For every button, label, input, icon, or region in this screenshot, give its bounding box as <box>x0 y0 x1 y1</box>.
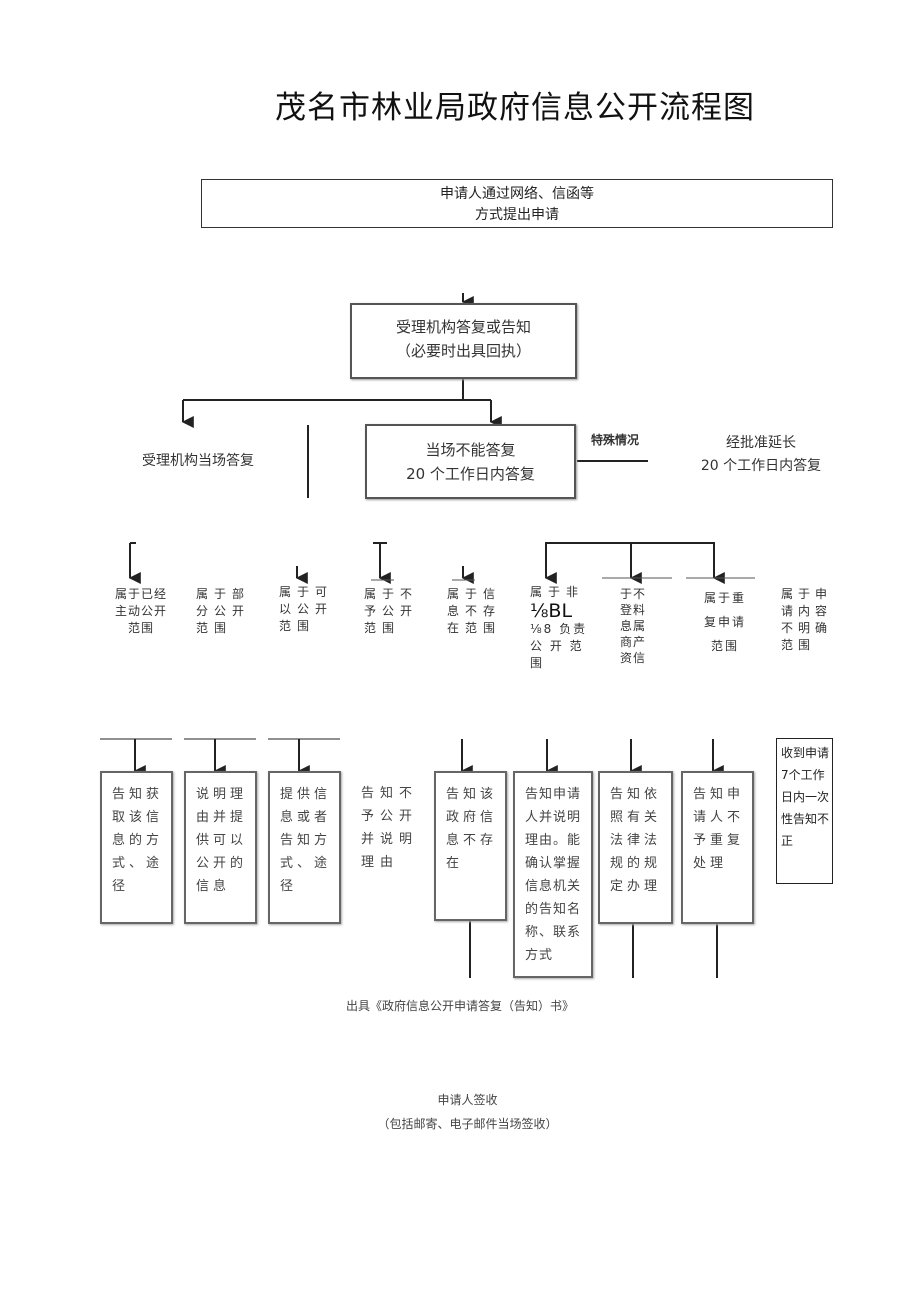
result-box-9: 收到申请7个工作日内一次性告知不正 <box>776 738 833 884</box>
sign-line-1: 申请人签收 <box>437 1093 498 1107</box>
category-6-frag-b: 8 负责 <box>543 622 588 636</box>
result-box-8: 告知申请人不予重复处理 <box>681 771 754 924</box>
cannot-answer-box: 当场不能答复 20 个工作日内答复 <box>365 424 576 499</box>
left-branch-label: 受理机构当场答复 <box>142 453 254 469</box>
result-box-1: 告知获取该信息的方式、途径 <box>100 771 173 924</box>
result-text-4: 告知不予公开并说明理由 <box>361 786 419 870</box>
accept-box: 受理机构答复或告知 （必要时出具回执） <box>350 303 577 379</box>
extension-box: 经批准延长 20 个工作日内答复 <box>686 432 836 478</box>
category-5: 属于信息不存在范围 <box>447 587 502 635</box>
result-box-3: 提供信息或者告知方式、途径 <box>268 771 341 924</box>
apply-line-1: 申请人通过网络、信函等 <box>440 186 594 202</box>
category-7: 于不登料息属商产资信 <box>619 587 646 665</box>
category-6: 属于非 ⅛BL ⅛8 负责 公 开 范 围 <box>530 584 600 672</box>
category-4: 属于不予公开范围 <box>364 587 419 635</box>
category-2: 属于部分公开范围 <box>196 587 251 635</box>
extension-line-2: 20 个工作日内答复 <box>700 458 822 474</box>
accept-line-2: （必要时出具回执） <box>395 342 531 360</box>
category-8: 属于重复申请范围 <box>703 591 746 653</box>
category-9: 属于申请内容不明确范围 <box>781 587 833 652</box>
cannot-line-2: 20 个工作日内答复 <box>406 465 535 483</box>
result-box-7: 告知依照有关法律法规的规定办理 <box>598 771 673 924</box>
category-6-frag-d: 围 <box>530 656 543 670</box>
sign-block: 申请人签收 （包括邮寄、电子邮件当场签收） <box>0 1088 920 1136</box>
extension-line-1: 经批准延长 <box>726 435 796 451</box>
category-3: 属于可以公开范围 <box>279 585 334 633</box>
category-6-line-1: 属于非 <box>530 585 585 599</box>
page-title: 茂名市林业局政府信息公开流程图 <box>275 90 755 126</box>
cannot-line-1: 当场不能答复 <box>425 441 516 459</box>
category-1: 属于已经主动公开范围 <box>115 587 168 635</box>
apply-box: 申请人通过网络、信函等 方式提出申请 <box>201 179 833 228</box>
category-6-frag-c: 公 开 范 <box>530 639 584 653</box>
apply-line-2: 方式提出申请 <box>475 207 559 223</box>
special-label: 特殊情况 <box>591 433 640 447</box>
result-box-5: 告知该政府信息不存在 <box>434 771 507 921</box>
category-6-frag-a: BL <box>548 600 573 622</box>
result-box-2: 说明理由并提供可以公开的信息 <box>184 771 257 924</box>
category-6-line-2: ⅛BL <box>530 600 573 622</box>
issue-statement: 出具《政府信息公开申请答复（告知）书》 <box>345 999 574 1013</box>
result-box-6: 告知申请人并说明理由。能确认掌握信息机关的告知名称、联系方式 <box>513 771 593 978</box>
accept-line-1: 受理机构答复或告知 <box>395 318 531 336</box>
sign-line-2: （包括邮寄、电子邮件当场签收） <box>377 1117 558 1131</box>
category-6-line-3: ⅛8 负责 <box>530 622 588 636</box>
